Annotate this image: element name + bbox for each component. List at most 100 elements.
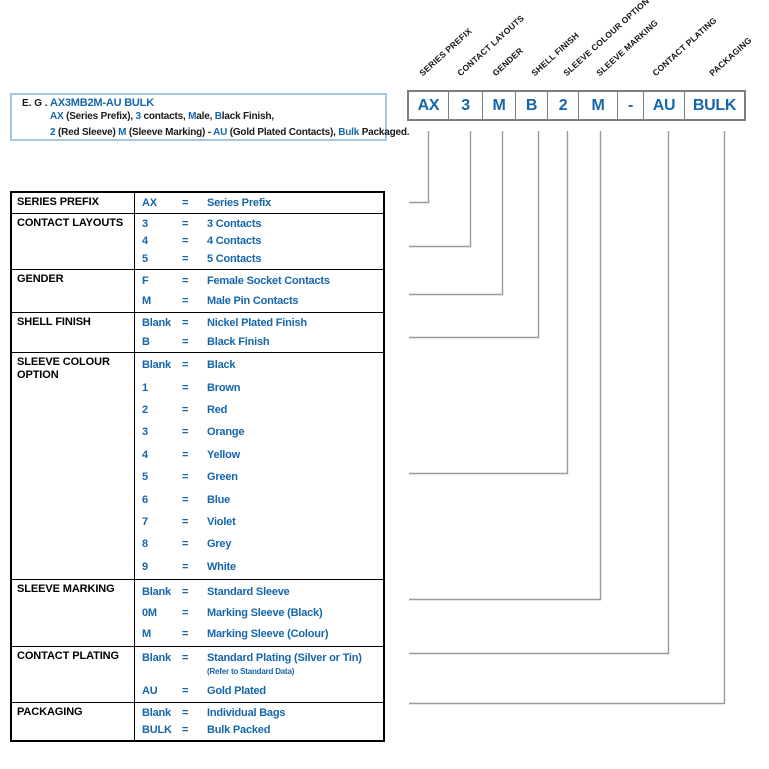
- section-rows: Blank=Standard Plating (Silver or Tin)(R…: [135, 647, 383, 702]
- row-description: Individual Bags: [207, 706, 286, 719]
- example-code-fragment: 3: [135, 111, 142, 122]
- row-description: Blue: [207, 493, 231, 506]
- row-code: 3: [142, 217, 148, 230]
- equals-sign: =: [182, 560, 189, 573]
- example-label: E. G .: [22, 98, 48, 109]
- row-description: 4 Contacts: [207, 235, 262, 248]
- order-code-segment-m: M: [579, 92, 618, 119]
- table-row: 1=Brown: [135, 382, 383, 394]
- row-note: (Refer to Standard Data): [207, 666, 295, 676]
- table-row: Blank=Standard Plating (Silver or Tin)(R…: [135, 652, 383, 678]
- example-text-fragment: (Gold Plated Contacts),: [227, 126, 339, 138]
- row-description: Black: [207, 359, 236, 372]
- row-description: Yellow: [207, 448, 241, 461]
- row-code: 4: [142, 235, 148, 248]
- table-row: B=Black Finish: [135, 336, 383, 348]
- equals-sign: =: [182, 606, 189, 619]
- section-rows: AX=Series Prefix: [135, 193, 383, 213]
- example-text-fragment: (Red Sleeve): [55, 126, 119, 138]
- equals-sign: =: [182, 197, 189, 209]
- row-code: 2: [142, 403, 148, 416]
- table-row: 4=Yellow: [135, 449, 383, 461]
- row-description: Violet: [207, 515, 236, 528]
- row-code: 3: [142, 426, 148, 439]
- equals-sign: =: [182, 493, 189, 506]
- equals-sign: =: [182, 538, 189, 551]
- order-code-segment-m: M: [483, 92, 516, 119]
- table-row: F=Female Socket Contacts: [135, 275, 383, 287]
- order-code-segment-dash: -: [618, 92, 644, 119]
- row-code: 6: [142, 493, 148, 506]
- table-row: BULK=Bulk Packed: [135, 724, 383, 736]
- equals-sign: =: [182, 515, 189, 528]
- row-description: Standard Sleeve: [207, 585, 290, 598]
- connector-sleeve-colour-option: [409, 131, 569, 475]
- row-code: 7: [142, 515, 148, 528]
- example-text-fragment: ale,: [196, 111, 215, 122]
- row-description: Orange: [207, 426, 245, 439]
- order-code-segment-2: 2: [548, 92, 579, 119]
- table-row: M=Marking Sleeve (Colour): [135, 628, 383, 640]
- table-row: 9 = White: [135, 561, 383, 573]
- row-code: 1: [142, 381, 148, 394]
- equals-sign: =: [182, 335, 189, 348]
- row-code: BULK: [142, 724, 172, 737]
- table-row: 0M=Marking Sleeve (Black): [135, 607, 383, 619]
- row-description: Green: [207, 471, 238, 484]
- example-code-fragment: AX: [50, 111, 64, 122]
- example-description-line: 2 (Red Sleeve) M (Sleeve Marking) - AU (…: [50, 125, 410, 141]
- table-row: Blank=Standard Sleeve: [135, 586, 383, 598]
- row-code: 8: [142, 538, 148, 551]
- section-header: SLEEVE MARKING: [12, 580, 135, 646]
- row-description: Brown: [207, 381, 241, 394]
- row-code: 0M: [142, 606, 157, 619]
- connector-packaging: [409, 131, 726, 705]
- row-description: Female Socket Contacts: [207, 275, 330, 287]
- section-header: GENDER: [12, 270, 135, 312]
- order-code-segment-3: 3: [449, 92, 483, 119]
- row-description: 5 Contacts: [207, 253, 262, 266]
- equals-sign: =: [182, 724, 189, 737]
- connector-shell-finish: [409, 131, 540, 339]
- table-row: 3=3 Contacts: [135, 218, 383, 230]
- connector-series-prefix: [409, 131, 430, 204]
- order-code-segment-bulk: BULK: [692, 96, 737, 114]
- example-code: AX3MB2M-AU BULK: [50, 97, 154, 109]
- row-code: M: [142, 628, 151, 641]
- row-description: White: [207, 560, 236, 573]
- connector-contact-plating: [409, 131, 670, 655]
- example-description-line: AX (Series Prefix), 3 contacts, Male, Bl…: [50, 109, 385, 125]
- section-header: SLEEVE COLOUR OPTION: [12, 353, 135, 579]
- row-code: Blank: [142, 706, 171, 719]
- row-description: Gold Plated: [207, 685, 266, 698]
- equals-sign: =: [182, 217, 189, 230]
- row-code: Blank: [142, 585, 171, 598]
- row-code: Blank: [142, 359, 171, 372]
- order-code-segment-ax: AX: [409, 92, 449, 119]
- example-text-fragment: (Sleeve Marking) -: [126, 126, 214, 138]
- connector-contact-layouts: [409, 131, 472, 248]
- row-code: 9: [142, 560, 148, 573]
- equals-sign: =: [182, 295, 189, 307]
- order-code-segment-b: B: [516, 92, 548, 119]
- equals-sign: =: [182, 403, 189, 416]
- row-description: Standard Plating (Silver or Tin): [207, 651, 362, 664]
- section-header: SHELL FINISH: [12, 313, 135, 352]
- equals-sign: =: [182, 275, 189, 287]
- connector-sleeve-marking: [409, 131, 602, 601]
- row-description: Nickel Plated Finish: [207, 317, 307, 330]
- row-description: Red: [207, 403, 228, 416]
- row-code: Blank: [142, 651, 171, 664]
- example-code-fragment: M: [118, 126, 127, 138]
